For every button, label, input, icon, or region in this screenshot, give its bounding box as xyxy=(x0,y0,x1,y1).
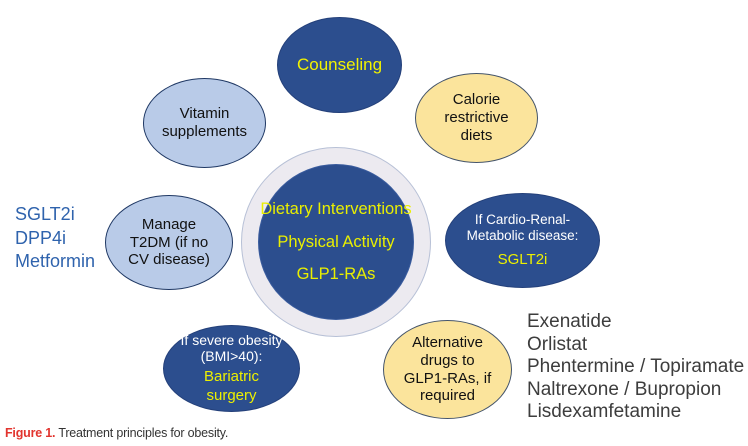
t2dm-drug-item: DPP4i xyxy=(15,227,67,248)
central-ring: Dietary Interventions Physical Activity … xyxy=(241,147,431,337)
cardio-renal-condition: If Cardio-Renal-Metabolic disease: xyxy=(466,212,579,244)
counseling-label: Counseling xyxy=(296,54,383,74)
central-core-circle: Dietary Interventions Physical Activity … xyxy=(258,164,414,320)
alternative-drug-item: Lisdexamfetamine xyxy=(527,401,682,422)
vitamin-supplements-label: Vitamin supplements xyxy=(161,105,248,140)
manage-t2dm-label: Manage T2DM (if no CV disease) xyxy=(128,215,210,269)
t2dm-drug-item: SGLT2i xyxy=(15,204,75,224)
alternative-drug-list: Exenatide Orlistat Phentermine / Topiram… xyxy=(527,311,744,424)
central-line-dietary: Dietary Interventions xyxy=(260,200,412,219)
central-line-activity: Physical Activity xyxy=(277,232,395,251)
t2dm-drug-list: SGLT2i DPP4i Metformin xyxy=(15,203,95,274)
figure-caption-label: Figure 1. xyxy=(5,426,56,440)
alternative-drugs-label: Alternative drugs to GLP1-RAs, if requir… xyxy=(403,334,492,405)
alternative-drug-item: Orlistat xyxy=(527,333,588,355)
vitamin-supplements-bubble: Vitamin supplements xyxy=(143,78,266,168)
manage-t2dm-bubble: Manage T2DM (if no CV disease) xyxy=(105,195,233,290)
calorie-diets-bubble: Calorie restrictive diets xyxy=(415,73,538,163)
cardio-renal-bubble: If Cardio-Renal-Metabolic disease: SGLT2… xyxy=(445,193,600,288)
severe-obesity-condition: If severe obesity (BMI>40): xyxy=(180,331,283,365)
alternative-drugs-bubble: Alternative drugs to GLP1-RAs, if requir… xyxy=(383,320,512,419)
calorie-diets-label: Calorie restrictive diets xyxy=(444,91,509,144)
alternative-drug-item: Phentermine / Topiramate xyxy=(527,356,745,377)
alternative-drug-item: Exenatide xyxy=(527,311,612,332)
cardio-renal-treatment: SGLT2i xyxy=(497,251,548,269)
figure-caption: Figure 1. Treatment principles for obesi… xyxy=(5,426,228,440)
counseling-bubble: Counseling xyxy=(277,17,402,113)
figure-caption-text: Treatment principles for obesity. xyxy=(55,426,229,440)
central-line-glp1: GLP1-RAs xyxy=(296,265,376,284)
severe-obesity-treatment: Bariatric surgery xyxy=(203,367,259,404)
alternative-drug-item: Naltrexone / Bupropion xyxy=(527,378,722,400)
severe-obesity-bubble: If severe obesity (BMI>40): Bariatric su… xyxy=(163,325,300,412)
t2dm-drug-item: Metformin xyxy=(15,251,96,271)
